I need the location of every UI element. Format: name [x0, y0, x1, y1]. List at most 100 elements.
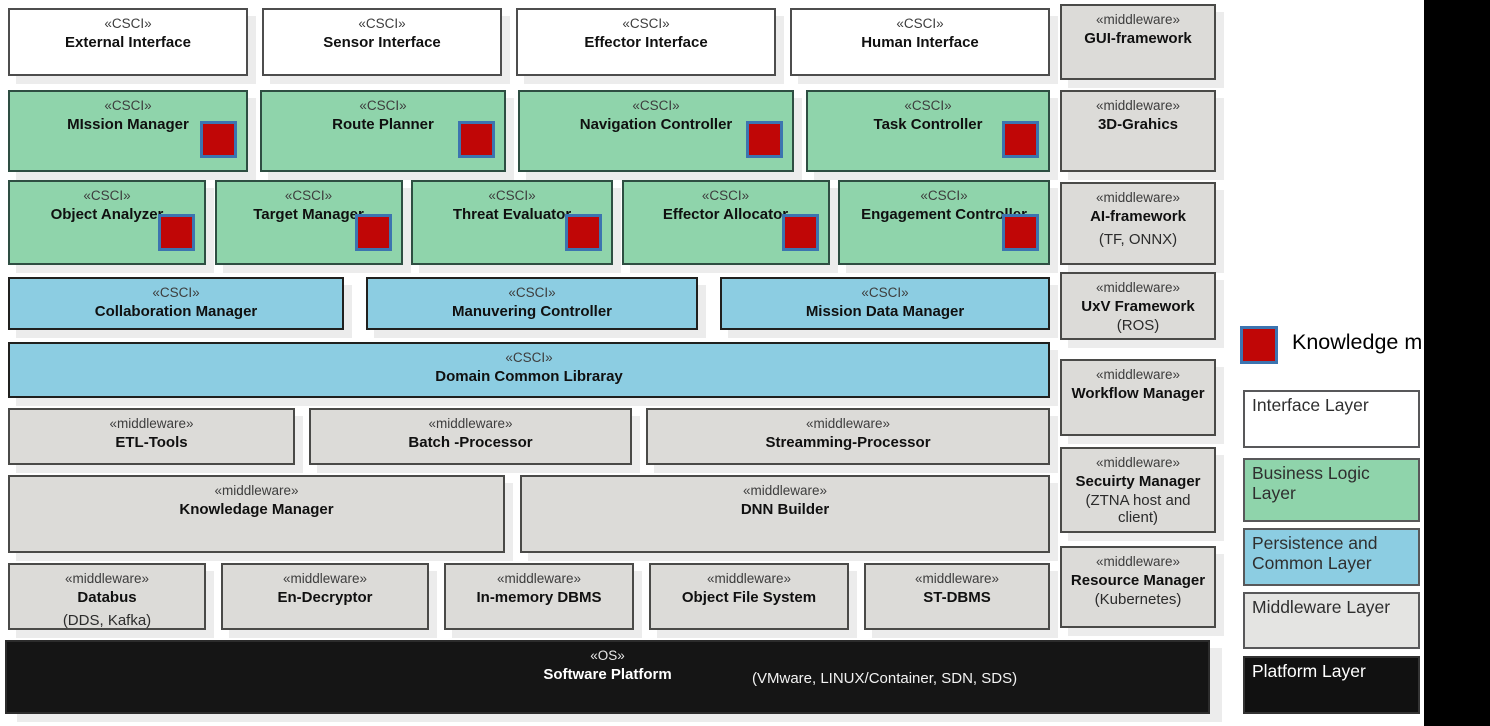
component-effector-allocator: «CSCI» Effector Allocator: [621, 180, 830, 265]
component-mission-manager: «CSCI» MIssion Manager: [8, 90, 248, 172]
component-name: ST-DBMS: [923, 588, 991, 606]
stereotype-label: «CSCI»: [920, 188, 968, 203]
component-engagement-controller: «CSCI» Engagement Controller: [838, 180, 1050, 265]
component-name: Streamming-Processor: [765, 433, 931, 451]
component-name: Software Platform: [543, 665, 672, 683]
component-name: Databus: [77, 588, 137, 606]
component-threat-evaluator: «CSCI» Threat Evaluator: [411, 180, 613, 265]
platform-title: «OS» Software Platform: [7, 648, 1208, 685]
component-ai-framework: «middleware» AI-framework (TF, ONNX): [1060, 182, 1216, 265]
stereotype-label: «middleware»: [1095, 280, 1181, 295]
stereotype-label: «CSCI»: [508, 285, 556, 300]
stereotype-label: «CSCI»: [632, 98, 680, 113]
stereotype-label: «middleware»: [1095, 190, 1181, 205]
component-software-platform: «OS» Software Platform (VMware, LINUX/Co…: [5, 640, 1210, 714]
component-name: Effector Interface: [584, 33, 708, 51]
right-edge-black-band: [1424, 0, 1490, 726]
stereotype-label: «CSCI»: [505, 350, 553, 365]
knowledge-marker-icon: [1002, 214, 1039, 251]
component-name: Route Planner: [332, 115, 434, 133]
stereotype-label: «CSCI»: [488, 188, 536, 203]
component-name: Batch -Processor: [408, 433, 533, 451]
business-logic-row-1: «CSCI» MIssion Manager «CSCI» Route Plan…: [8, 90, 1050, 172]
component-human-interface: «CSCI» Human Interface: [790, 8, 1050, 76]
knowledge-marker-legend-icon: [1240, 326, 1278, 364]
component-name: Threat Evaluator: [452, 205, 572, 223]
component-batch-processor: «middleware» Batch -Processor: [309, 408, 632, 465]
component-sensor-interface: «CSCI» Sensor Interface: [262, 8, 502, 76]
stereotype-label: «CSCI»: [701, 188, 750, 203]
component-subtitle: (ZTNA host and client): [1085, 491, 1191, 526]
component-name: MIssion Manager: [67, 115, 189, 133]
knowledge-marker-icon: [565, 214, 602, 251]
knowledge-marker-icon: [746, 121, 783, 158]
stereotype-label: «CSCI»: [83, 188, 131, 203]
component-databus: «middleware» Databus (DDS, Kafka): [8, 563, 206, 630]
stereotype-label: «CSCI»: [358, 16, 406, 31]
component-name: In-memory DBMS: [476, 588, 602, 606]
component-name: External Interface: [65, 33, 191, 51]
stereotype-label: «CSCI»: [152, 285, 200, 300]
component-security-manager: «middleware» Secuirty Manager (ZTNA host…: [1060, 447, 1216, 533]
stereotype-label: «middleware»: [914, 571, 1000, 586]
stereotype-label: «middleware»: [706, 571, 792, 586]
component-name: Collaboration Manager: [94, 302, 258, 320]
knowledge-marker-icon: [458, 121, 495, 158]
component-en-decryptor: «middleware» En-Decryptor: [221, 563, 429, 630]
stereotype-label: «middleware»: [1095, 98, 1181, 113]
stereotype-label: «middleware»: [1095, 367, 1181, 382]
component-uxv-framework: «middleware» UxV Framework (ROS): [1060, 272, 1216, 340]
component-gui-framework: «middleware» GUI-framework: [1060, 4, 1216, 80]
component-route-planner: «CSCI» Route Planner: [260, 90, 506, 172]
component-name: Manuvering Controller: [451, 302, 612, 320]
legend-persistence-common-layer: Persistence and Common Layer: [1243, 528, 1420, 586]
component-name: DNN Builder: [740, 500, 830, 518]
component-task-controller: «CSCI» Task Controller: [806, 90, 1050, 172]
component-name: Object Analyzer: [50, 205, 164, 223]
component-name: 3D-Grahics: [1097, 115, 1179, 133]
component-effector-interface: «CSCI» Effector Interface: [516, 8, 776, 76]
component-navigation-controller: «CSCI» Navigation Controller: [518, 90, 794, 172]
stereotype-label: «middleware»: [109, 416, 194, 431]
business-logic-row-2: «CSCI» Object Analyzer «CSCI» Target Man…: [8, 180, 1050, 265]
component-name: Sensor Interface: [323, 33, 441, 51]
stereotype-label: «middleware»: [1095, 554, 1181, 569]
stereotype-label: «middleware»: [496, 571, 582, 586]
component-name: Effector Allocator: [662, 205, 789, 223]
component-domain-common-library: «CSCI» Domain Common Libraray: [8, 342, 1050, 398]
knowledge-marker-icon: [200, 121, 237, 158]
component-name: Task Controller: [873, 115, 983, 133]
component-collaboration-manager: «CSCI» Collaboration Manager: [8, 277, 344, 330]
component-subtitle: (TF, ONNX): [1098, 230, 1178, 248]
component-workflow-manager: «middleware» Workflow Manager: [1060, 359, 1216, 436]
component-target-manager: «CSCI» Target Manager: [214, 180, 403, 265]
legend-business-logic-layer: Business Logic Layer: [1243, 458, 1420, 522]
component-subtitle: (VMware, LINUX/Container, SDN, SDS): [752, 670, 1018, 687]
knowledge-marker-icon: [354, 214, 392, 251]
knowledge-marker-label: Knowledge m: [1292, 330, 1423, 354]
component-name: Mission Data Manager: [805, 302, 965, 320]
component-st-dbms: «middleware» ST-DBMS: [864, 563, 1050, 630]
component-streaming-processor: «middleware» Streamming-Processor: [646, 408, 1050, 465]
stereotype-label: «CSCI»: [359, 98, 407, 113]
middleware-row-3: «middleware» Databus (DDS, Kafka) «middl…: [8, 563, 1050, 630]
component-mission-data-manager: «CSCI» Mission Data Manager: [720, 277, 1050, 330]
component-subtitle: (ROS): [1116, 316, 1160, 334]
component-name: Resource Manager: [1070, 571, 1206, 589]
stereotype-label: «middleware»: [1095, 12, 1181, 27]
component-manuvering-controller: «CSCI» Manuvering Controller: [366, 277, 698, 330]
component-name: UxV Framework: [1081, 297, 1195, 315]
component-name: Secuirty Manager: [1075, 472, 1201, 490]
stereotype-label: «middleware»: [282, 571, 368, 586]
component-object-file-system: «middleware» Object File System: [649, 563, 849, 630]
component-name: AI-framework: [1090, 207, 1186, 225]
legend-middleware-layer: Middleware Layer: [1243, 592, 1420, 649]
stereotype-label: «middleware»: [428, 416, 513, 431]
persistence-row: «CSCI» Collaboration Manager «CSCI» Manu…: [8, 277, 1050, 330]
stereotype-label: «middleware»: [805, 416, 891, 431]
component-name: Workflow Manager: [1071, 384, 1205, 402]
stereotype-label: «OS»: [590, 648, 625, 663]
component-name: Domain Common Libraray: [435, 367, 623, 385]
component-external-interface: «CSCI» External Interface: [8, 8, 248, 76]
